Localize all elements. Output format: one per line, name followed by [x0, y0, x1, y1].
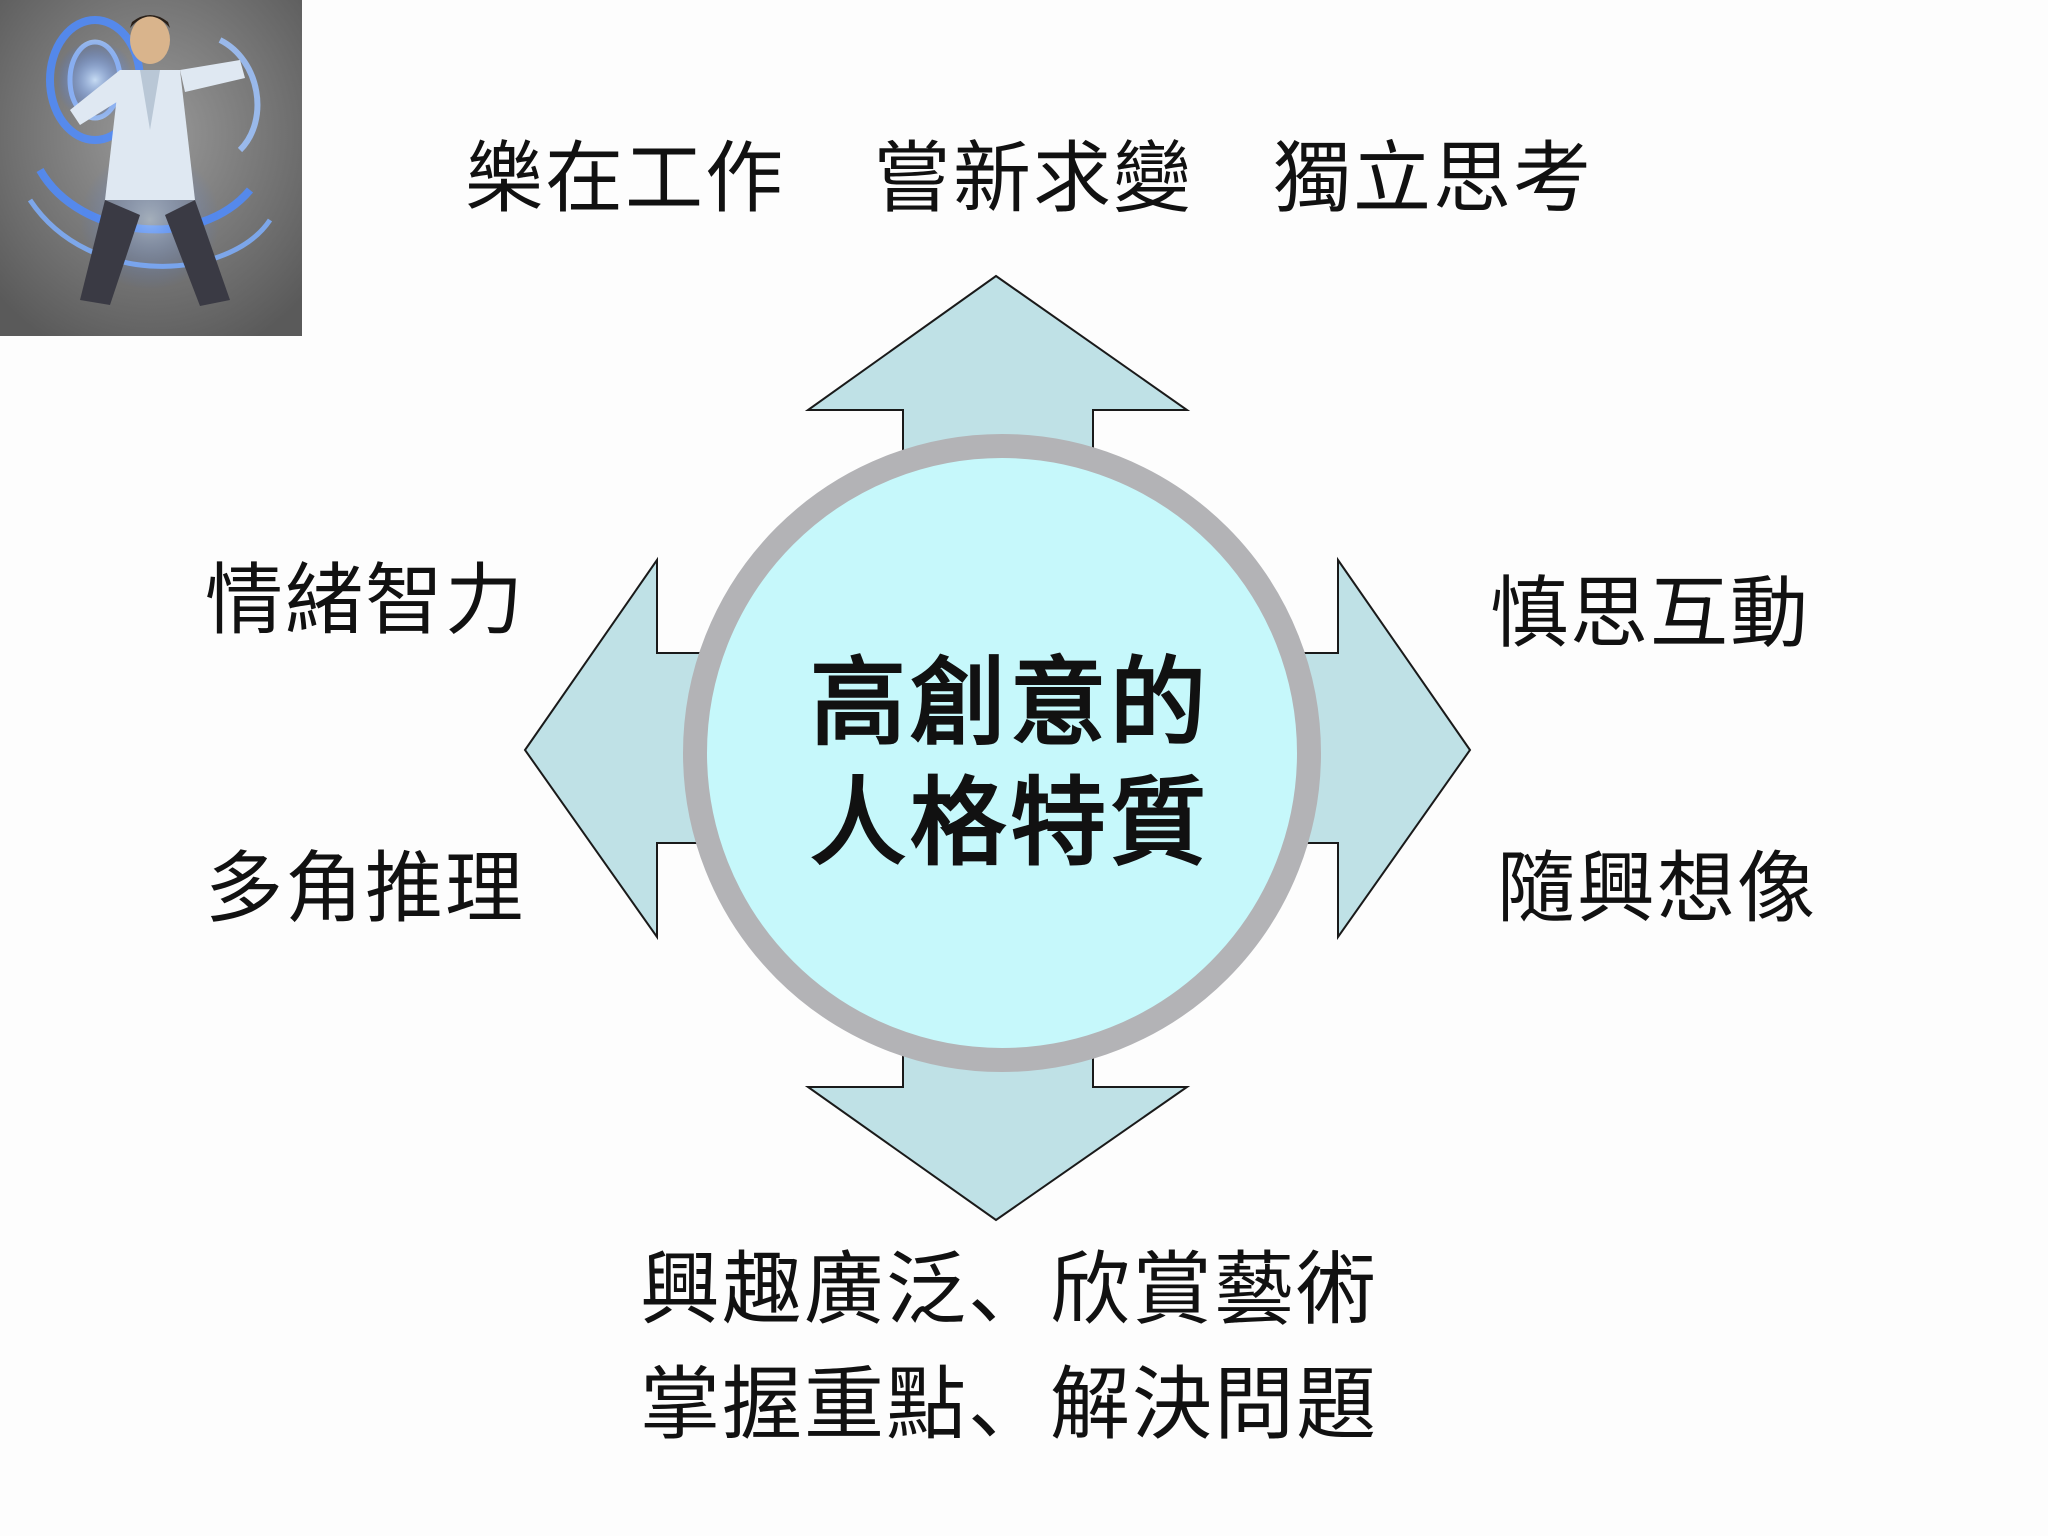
trait-top-3: 獨立思考	[1273, 134, 1594, 224]
trait-right-1: 慎思互動	[1490, 569, 1811, 659]
center-title-line1: 高創意的	[810, 646, 1210, 759]
trait-bottom-2: 掌握重點、解決問題	[640, 1358, 1378, 1451]
center-circle	[683, 434, 1321, 1072]
center-title-line2: 人格特質	[810, 766, 1210, 879]
trait-top-2: 嘗新求變	[873, 134, 1194, 224]
martial-artist-image	[0, 0, 302, 336]
trait-left-2: 多角推理	[205, 844, 526, 934]
trait-right-2: 隨興想像	[1497, 844, 1818, 934]
trait-left-1: 情緒智力	[205, 556, 526, 646]
martial-artist-illustration	[0, 0, 302, 336]
trait-top-1: 樂在工作	[465, 134, 786, 224]
trait-bottom-1: 興趣廣泛、欣賞藝術	[640, 1243, 1378, 1336]
